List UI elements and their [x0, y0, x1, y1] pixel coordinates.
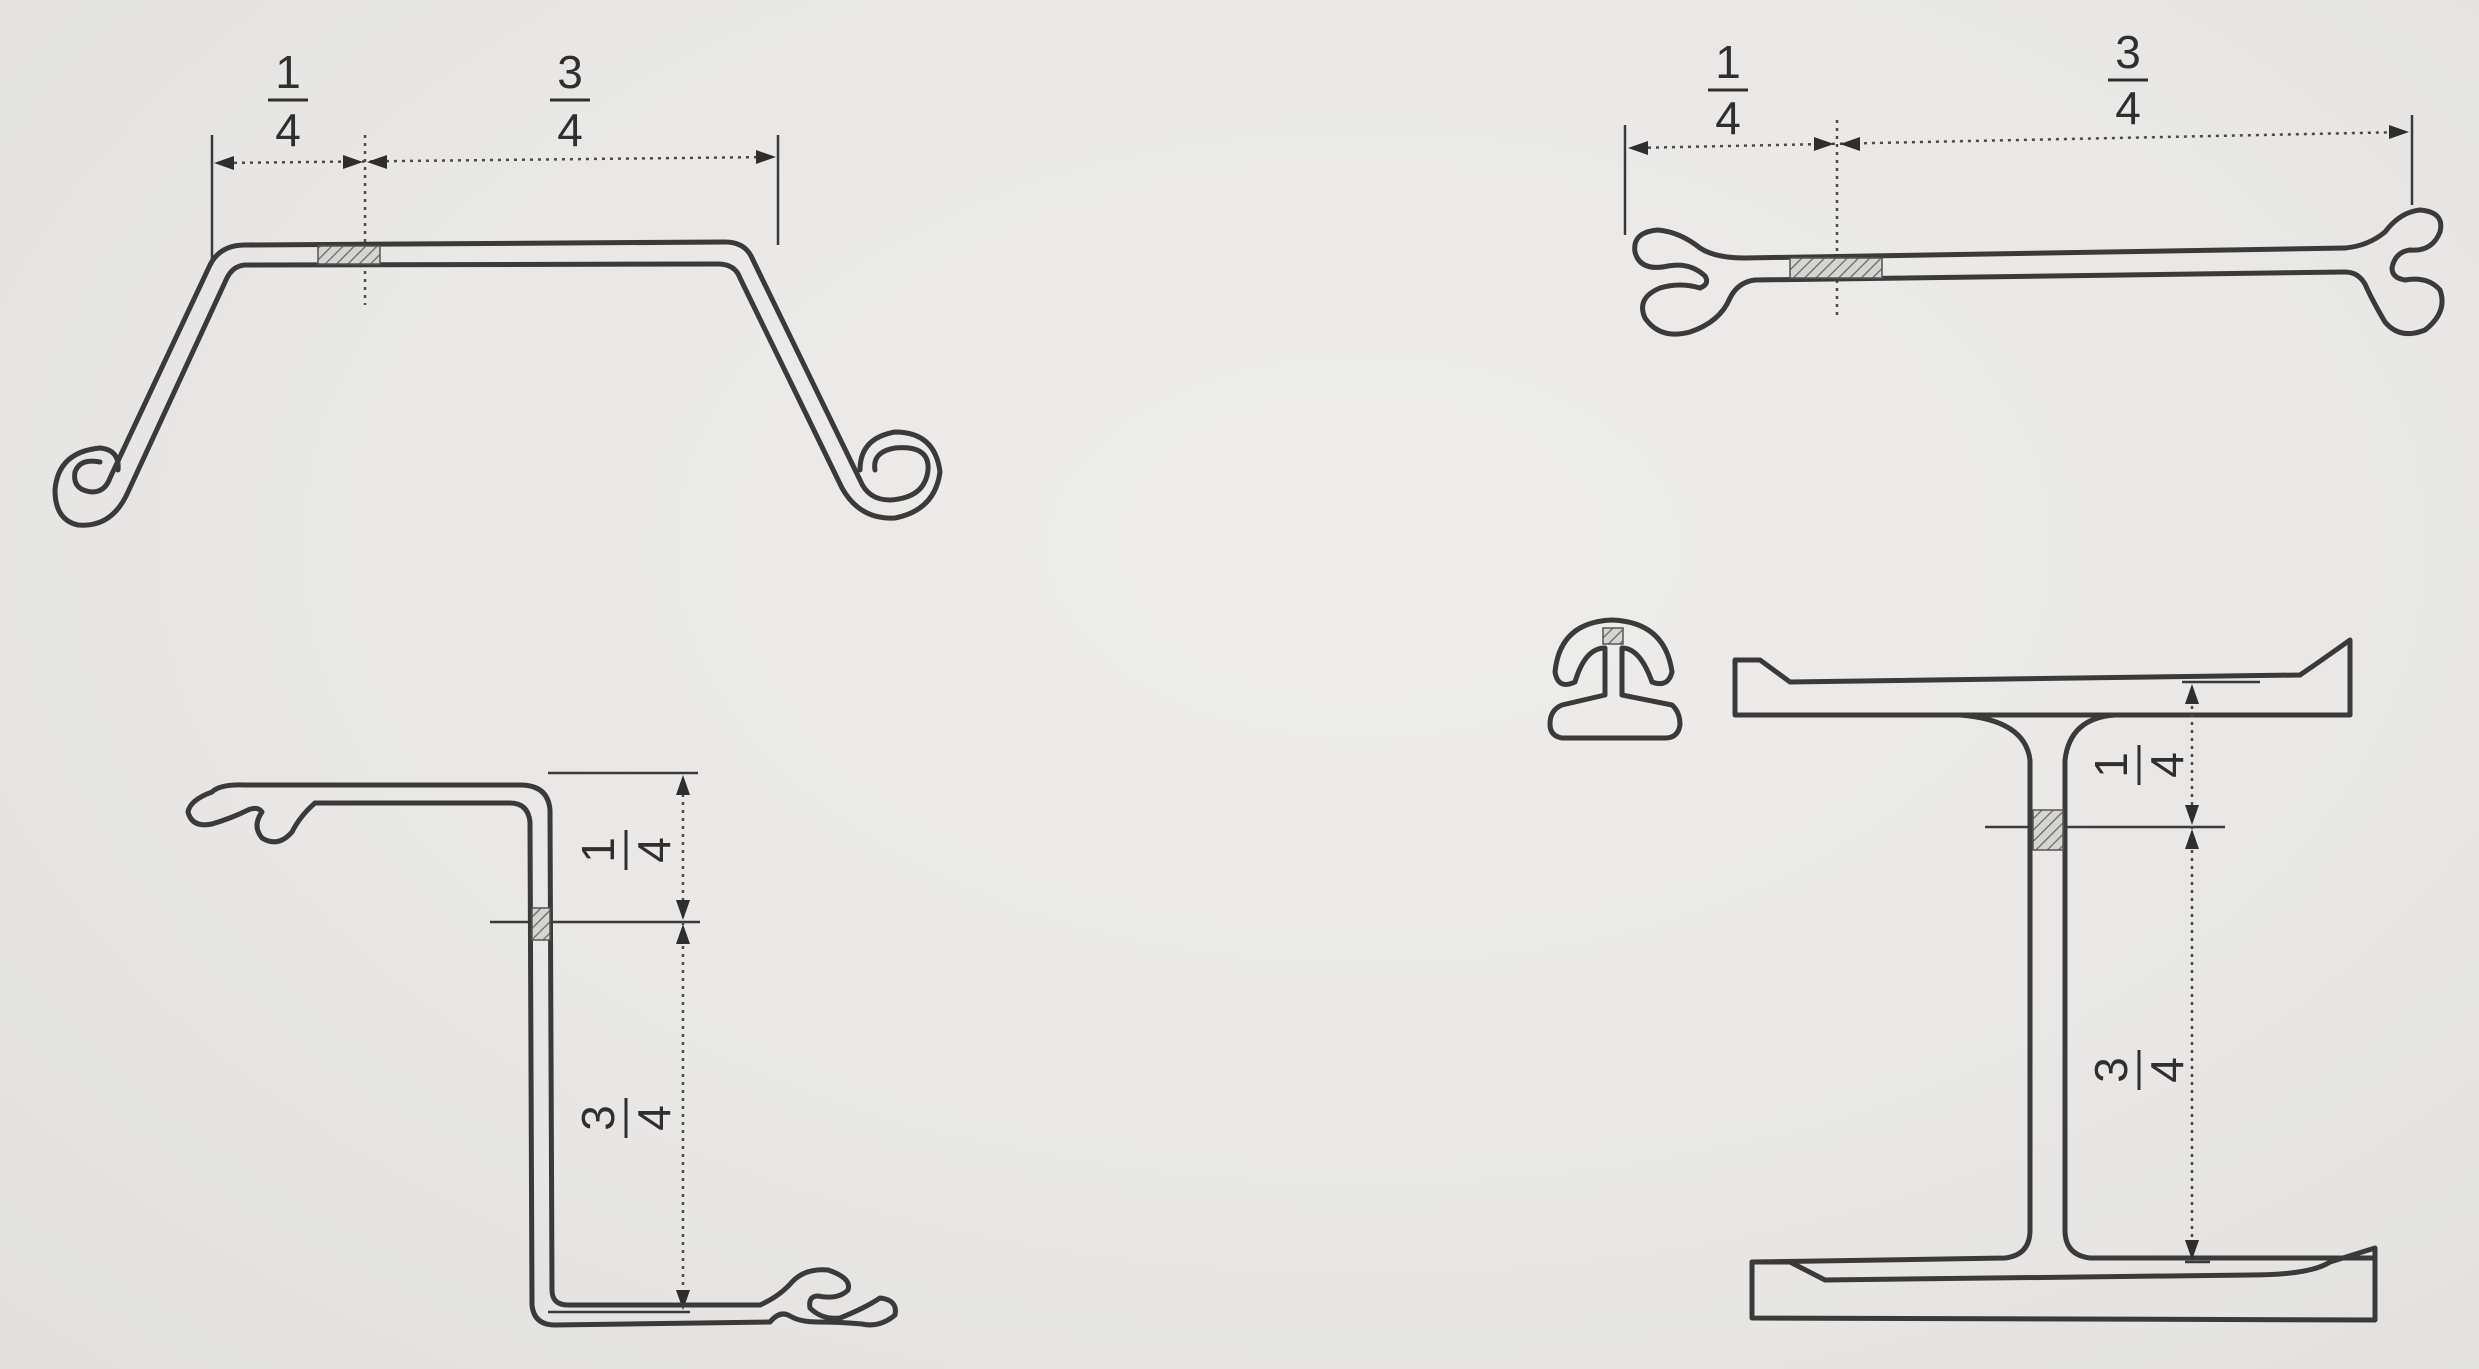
z-arrow-top [676, 775, 690, 795]
h-arrow-top [2185, 684, 2199, 704]
h-frac-2-den: 4 [2141, 1057, 2193, 1083]
z-frac-1-4: 1 4 [572, 830, 680, 870]
h-frac-3-4: 3 4 [2085, 1050, 2193, 1090]
hat-arrow-left [214, 156, 234, 170]
h-frac-2-num: 3 [2085, 1057, 2137, 1083]
h-frac-1-num: 1 [2085, 752, 2137, 778]
z-frac-2-num: 3 [572, 1105, 624, 1131]
hat-arrow-right [756, 150, 776, 164]
h-arrow-mid-d [2185, 829, 2199, 849]
hat-profile: 1 4 3 4 [52, 46, 943, 528]
hat-frac-1-num: 1 [275, 46, 301, 98]
z-weld-mark [531, 907, 551, 941]
hat-arrow-mid-l [343, 155, 363, 169]
hat-left-inner [52, 262, 248, 528]
hat-left-outer [72, 242, 248, 495]
h-arrow-mid-u [2185, 805, 2199, 825]
hat-frac-1-den: 4 [275, 104, 301, 156]
flat-frac-1-4: 1 4 [1708, 36, 1748, 144]
hat-frac-2-den: 4 [557, 104, 583, 156]
h-bottom-flange [1749, 1245, 2378, 1323]
flat-arrow-mid-r [1840, 137, 1860, 151]
t-detail-weld [1602, 627, 1624, 645]
hat-outer-wall [242, 239, 931, 503]
z-arrow-mid-u [676, 900, 690, 920]
hat-frac-1-4: 1 4 [268, 46, 308, 156]
h-arrow-bottom [2185, 1240, 2199, 1260]
z-top-lock [185, 782, 523, 845]
h-top-flange [1732, 637, 2353, 718]
flat-arrow-mid-l [1814, 137, 1834, 151]
hat-arrow-mid-r [367, 155, 387, 169]
z-bottom-lock [757, 1267, 898, 1328]
flat-frac-2-num: 3 [2115, 26, 2141, 78]
hat-dim-line [217, 155, 773, 165]
h-web-right [2062, 712, 2378, 1261]
z-arrow-bottom [676, 1290, 690, 1310]
hat-inner-wall [242, 261, 943, 521]
h-weld-mark [2032, 809, 2064, 851]
h-profile: 1 4 3 4 [1547, 617, 2378, 1323]
h-frac-1-4: 1 4 [2085, 745, 2193, 785]
z-frac-2-den: 4 [628, 1105, 680, 1131]
flat-profile: 1 4 3 4 [1623, 26, 2445, 337]
z-frac-1-num: 1 [572, 837, 624, 863]
flat-left-lock [1632, 227, 1758, 337]
hat-weld-mark [317, 245, 381, 265]
flat-frac-1-num: 1 [1715, 36, 1741, 88]
z-web-outer [517, 782, 763, 1308]
z-profile: 1 4 3 4 [185, 771, 898, 1328]
z-web-inner [312, 800, 773, 1328]
flat-frac-3-4: 3 4 [2108, 26, 2148, 134]
flat-arrow-left [1628, 141, 1648, 155]
z-frac-3-4: 3 4 [572, 1098, 680, 1138]
t-detail [1547, 617, 1683, 741]
flat-frac-2-den: 4 [2115, 82, 2141, 134]
t-detail-crown [1547, 617, 1683, 741]
flat-weld-mark [1789, 257, 1883, 279]
flat-dim-line [1631, 130, 2407, 150]
h-web-left [1749, 712, 2033, 1265]
flat-web-top [1742, 245, 2348, 261]
z-arrow-mid-d [676, 924, 690, 944]
h-frac-1-den: 4 [2141, 752, 2193, 778]
hat-frac-2-num: 3 [557, 46, 583, 98]
flat-frac-1-den: 4 [1715, 92, 1741, 144]
flat-right-lock [2342, 207, 2445, 337]
z-frac-1-den: 4 [628, 837, 680, 863]
flat-arrow-right [2389, 125, 2409, 139]
hat-frac-3-4: 3 4 [550, 46, 590, 156]
